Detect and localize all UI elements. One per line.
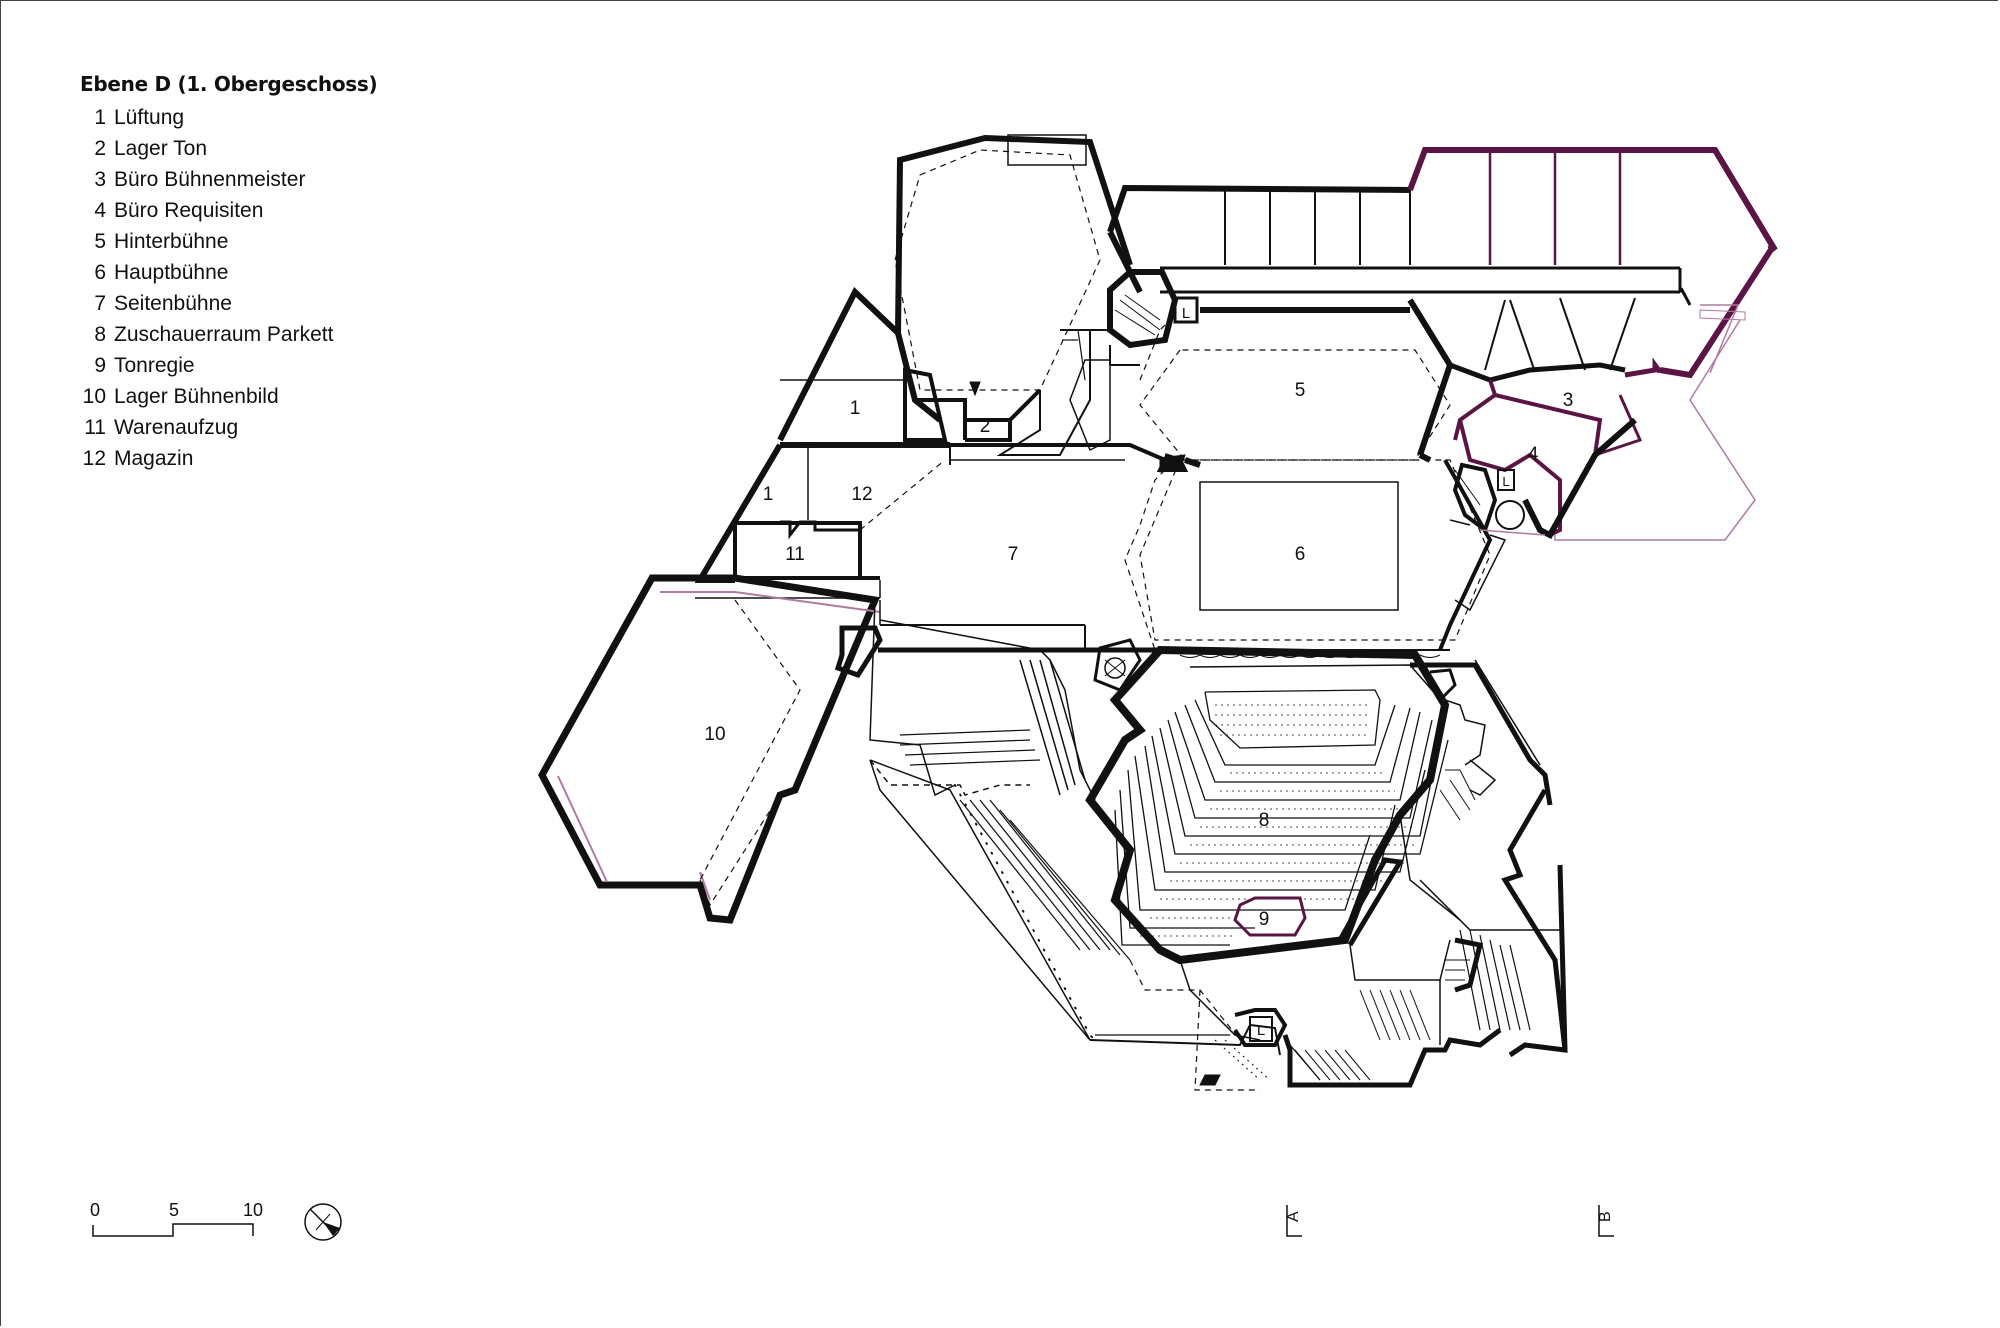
room-label-12: 12 <box>851 484 872 505</box>
wall-piece <box>1159 454 1186 473</box>
seitenbuehne <box>834 319 1171 679</box>
room-label-3: 3 <box>1563 390 1574 411</box>
lift-label-bottom: L <box>1257 1022 1265 1039</box>
room-label-9: 9 <box>1259 909 1270 930</box>
section-marker-a: A <box>1285 1205 1302 1237</box>
room-label-4: 4 <box>1528 444 1539 465</box>
room-labels: 1 1 2 3 4 5 6 7 8 9 10 11 12 L L L <box>704 305 1573 1039</box>
scale-bar: 0 5 10 <box>90 1200 263 1237</box>
upper-left-wing <box>777 134 1133 456</box>
room-label-10: 10 <box>704 724 725 745</box>
auditorium <box>1085 645 1568 1058</box>
seat-dots <box>1140 704 1415 937</box>
lower-right-circulation <box>1179 814 1560 1088</box>
lift-box-top <box>1174 297 1198 323</box>
plan-title: Ebene D (1. Obergeschoss) <box>80 72 378 96</box>
north-arrow-icon <box>304 1203 342 1241</box>
lift-box-right <box>1497 469 1515 491</box>
section-marker-b: B <box>1597 1205 1614 1237</box>
hauptbuehne <box>1139 459 1507 658</box>
room-label-8: 8 <box>1259 810 1270 831</box>
lower-left-stairs <box>869 599 1281 1091</box>
room-label-1-lower: 1 <box>763 484 774 505</box>
svg-text:A: A <box>1285 1211 1302 1222</box>
lift-box-bottom <box>1249 1016 1273 1042</box>
office-wing <box>1449 297 1756 541</box>
scale-tick-10: 10 <box>243 1200 263 1220</box>
room-label-1-upper: 1 <box>850 398 861 419</box>
lift-label-right: L <box>1502 474 1509 489</box>
room-label-7: 7 <box>1008 544 1019 565</box>
lift-label-top: L <box>1182 305 1190 322</box>
scale-tick-0: 0 <box>90 1200 100 1220</box>
scale-tick-5: 5 <box>169 1200 179 1220</box>
lager-buehnenbild <box>538 574 881 924</box>
svg-text:B: B <box>1597 1211 1614 1222</box>
room-label-6: 6 <box>1295 544 1306 565</box>
room-label-11: 11 <box>785 544 805 565</box>
top-corridor <box>1107 147 1778 379</box>
wall-piece <box>969 381 981 397</box>
room-label-5: 5 <box>1295 380 1306 401</box>
auditorium-wall-right <box>1337 857 1405 947</box>
tonregie-box <box>1233 896 1307 937</box>
stage-stairs <box>1093 638 1497 821</box>
room-label-2: 2 <box>980 416 991 437</box>
seating-rows <box>1114 689 1449 946</box>
